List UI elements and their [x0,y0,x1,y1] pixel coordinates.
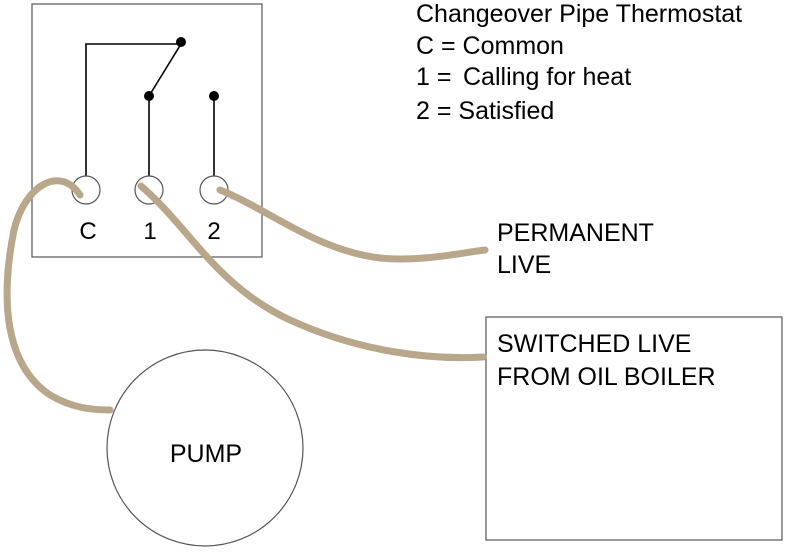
wire-common-to-pump [3,177,114,414]
terminal-2-label: 2 [207,218,220,245]
boiler-label-line1: SWITCHED LIVE [497,330,691,358]
boiler-label-line2: FROM OIL BOILER [497,363,716,391]
legend-line-1-text: Calling for heat [463,63,631,91]
thermostat-switch [85,43,215,182]
thermostat-box [31,3,263,258]
common-lead [85,43,181,182]
contact-2-dot [209,91,219,101]
terminal-c-label: C [79,218,96,245]
switch-pivot-dot [176,37,186,47]
oil-boiler-box [485,316,783,541]
wire-switched-live [137,182,487,362]
legend-line-1-prefix: 1 = [416,63,451,91]
pump-label: PUMP [170,440,242,468]
legend-line-c: C = Common [416,32,564,60]
legend-line-2: 2 = Satisfied [416,97,554,125]
contact-1-dot [144,91,154,101]
permanent-live-label-line1: PERMANENT [497,219,654,247]
permanent-live-label-line2: LIVE [497,251,551,279]
pump-circle [106,349,304,547]
terminal-1-label: 1 [143,218,156,245]
switch-arm [148,43,182,97]
legend-title: Changeover Pipe Thermostat [416,0,742,28]
wire-permanent-live [216,186,489,263]
